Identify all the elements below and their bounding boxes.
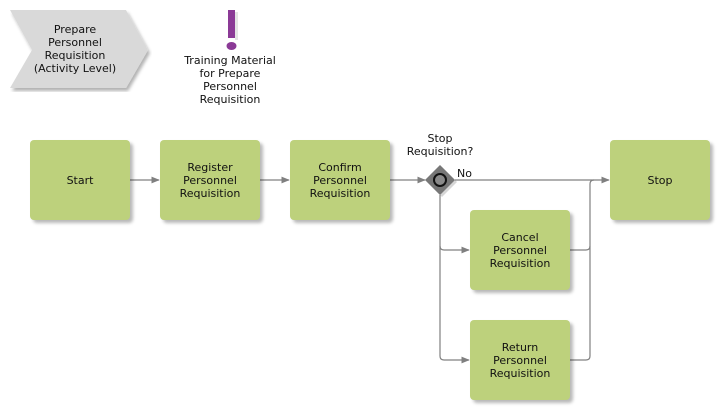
edge-cancel-stop: [570, 179, 595, 251]
gateway-label: Stop Requisition?: [406, 132, 474, 158]
branch-no-label: No: [457, 167, 472, 180]
event-start[interactable]: Start: [30, 140, 130, 220]
training-material-label: Training Material for Prepare Personnel …: [184, 54, 276, 106]
edge-gateway-cancel: [439, 195, 470, 254]
process-interface-shape[interactable]: [10, 10, 152, 92]
activity-confirm-personnel-requisition[interactable]: Confirm Personnel Requisition: [290, 140, 390, 220]
edge-gateway-return: [439, 246, 470, 364]
process-interface-label: Prepare Personnel Requisition (Activity …: [33, 23, 117, 75]
exclamation-icon: [226, 10, 238, 50]
activity-register-personnel-requisition[interactable]: Register Personnel Requisition: [160, 140, 260, 220]
edge-return-stop: [570, 246, 591, 361]
activity-cancel-personnel-requisition[interactable]: Cancel Personnel Requisition: [470, 210, 570, 290]
gateway-diamond: [425, 165, 457, 197]
event-stop[interactable]: Stop: [610, 140, 710, 220]
activity-return-personnel-requisition[interactable]: Return Personnel Requisition: [470, 320, 570, 400]
